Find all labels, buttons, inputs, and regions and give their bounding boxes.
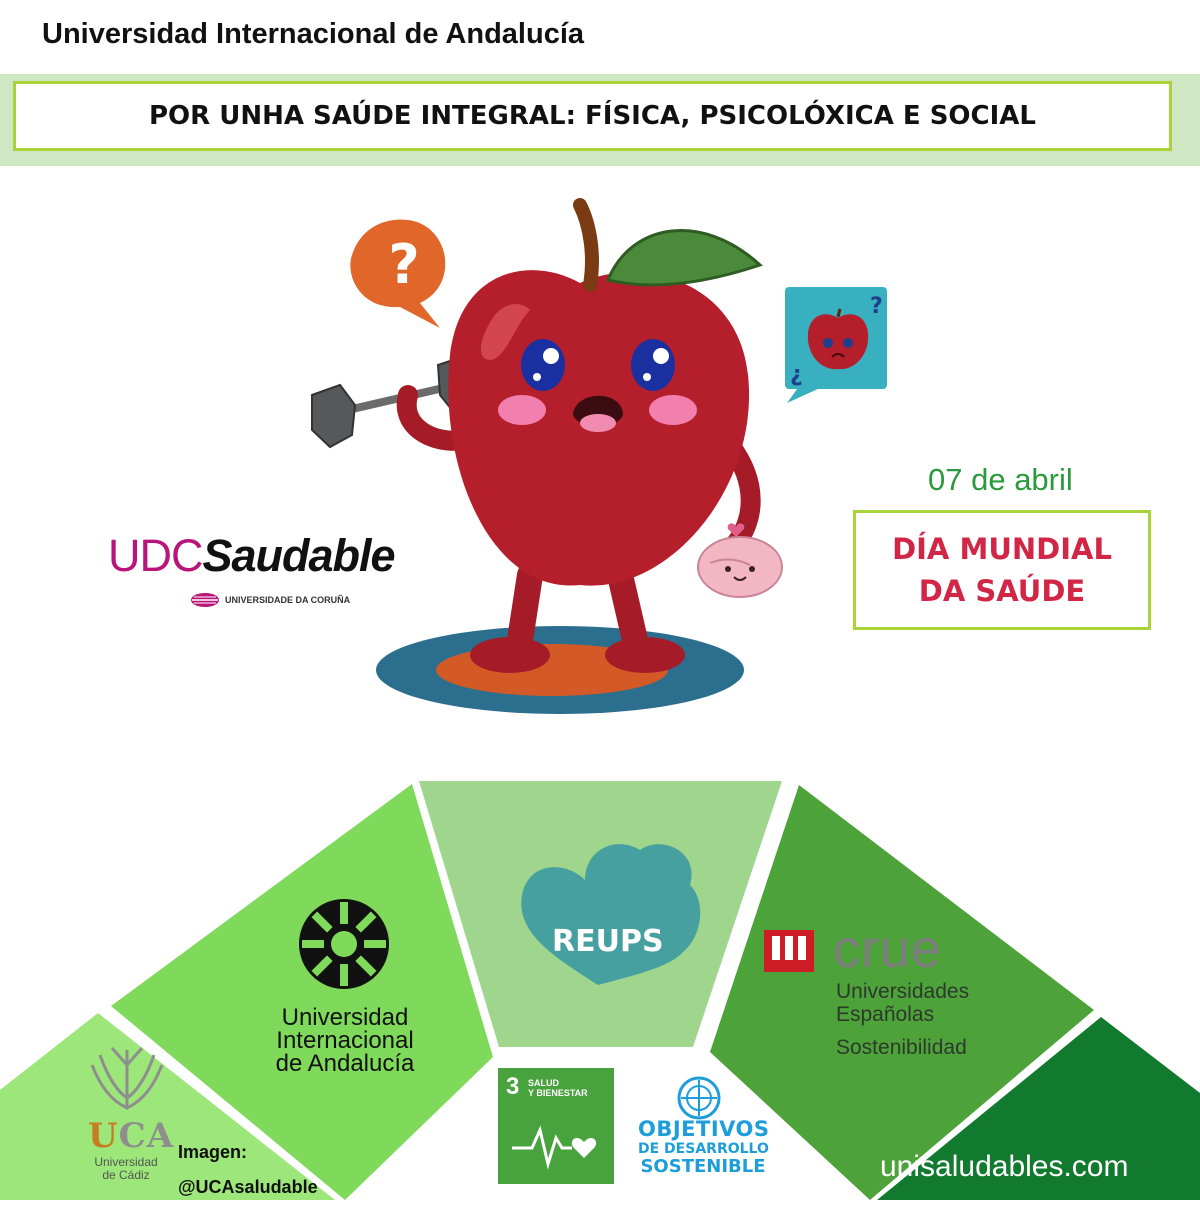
crue-line3: Sostenibilidad — [836, 1036, 967, 1059]
uca-letter-u: U — [88, 1116, 119, 1156]
udc-subtitle-text: UNIVERSIDADE DA CORUÑA — [225, 595, 351, 605]
right-leg — [607, 562, 648, 653]
crue-line1: Universidades — [836, 980, 970, 1003]
apple-leaf — [605, 229, 763, 287]
image-credit: Imagen: @UCAsaludable — [178, 1135, 318, 1205]
crue-mark-icon — [764, 930, 814, 972]
crue-logo-text: Universidades Españolas Sostenibilidad — [836, 980, 969, 1059]
fan-panel-crue — [710, 785, 1094, 1200]
uca-emblem — [90, 1047, 164, 1110]
event-name-line2: DA SAÚDE — [918, 574, 1086, 608]
udc-seal-icon — [191, 593, 219, 607]
udc-subtitle: UNIVERSIDADE DA CORUÑA — [190, 592, 350, 608]
sdg-wordmark-line2: DE DESARROLLO — [638, 1141, 769, 1157]
heartbeat-icon — [512, 1125, 597, 1170]
right-foot — [605, 637, 685, 673]
reups-heart-logo — [521, 844, 701, 985]
brain-character — [697, 523, 783, 598]
apple-mascot-illustration: ? ? ¿ — [311, 198, 887, 714]
udc-saudable-logo: UDCSaudable UNIVERSIDADE DA CORUÑA — [108, 530, 418, 610]
fan-panel-unia — [111, 784, 493, 1200]
apple-stem — [573, 198, 599, 292]
uca-sub-line2: de Cádiz — [102, 1168, 150, 1182]
left-foot — [470, 637, 550, 673]
unia-emblem — [299, 899, 389, 989]
unia-line1: Universidad — [281, 1004, 409, 1031]
credit-label: Imagen: — [178, 1142, 248, 1162]
sad-apple-bubble: ? ¿ — [785, 287, 887, 403]
fan-panel-website — [877, 1017, 1200, 1200]
un-emblem-icon — [677, 1076, 721, 1120]
event-box: DÍA MUNDIAL DA SAÚDE — [853, 510, 1151, 630]
left-cheek — [498, 395, 546, 425]
unia-line3: de Andalucía — [275, 1050, 415, 1077]
sdg-name-line1: SALUD — [528, 1078, 559, 1088]
heart-icon — [727, 523, 745, 537]
fan-panel-uca — [0, 1013, 335, 1200]
bubble-left-text: ? — [388, 233, 419, 296]
crue-wordmark: crue — [833, 919, 943, 979]
reups-label: REUPS — [552, 924, 664, 959]
svg-text:?: ? — [870, 294, 883, 319]
website-url: unisaludables.com — [880, 1150, 1129, 1183]
udc-brand-prefix: UDC — [108, 530, 203, 581]
unia-logo-text: Universidad Internacional de Andalucía — [250, 1004, 440, 1077]
sdg3-tile: 3 SALUD Y BIENESTAR — [498, 1068, 614, 1184]
uca-letters-ca: CA — [118, 1116, 175, 1156]
institution-title: Universidad Internacional de Andalucía — [42, 18, 585, 50]
banner-text: POR UNHA SAÚDE INTEGRAL: FÍSICA, PSICOLÓ… — [149, 101, 1036, 131]
sdg-name-line2: Y BIENESTAR — [528, 1088, 588, 1098]
left-leg — [507, 562, 543, 653]
question-bubble-left: ? — [350, 219, 446, 328]
sdg-wordmark-line3: SOSTENIBLE — [640, 1156, 766, 1177]
udc-brand: UDCSaudable — [108, 530, 418, 582]
udc-brand-suffix: Saudable — [202, 530, 396, 581]
uca-logo-letters: UCA — [88, 1116, 174, 1156]
uca-subtitle: Universidad de Cádiz — [80, 1156, 172, 1182]
banner-box: POR UNHA SAÚDE INTEGRAL: FÍSICA, PSICOLÓ… — [13, 81, 1172, 151]
right-cheek — [649, 395, 697, 425]
event-date: 07 de abril — [928, 462, 1073, 497]
sdg-number: 3 — [506, 1073, 520, 1100]
sdg-wordmark: OBJETIVOS DE DESARROLLO SOSTENIBLE — [638, 1117, 770, 1177]
uca-sub-line1: Universidad — [94, 1155, 158, 1169]
credit-handle: @UCAsaludable — [178, 1177, 318, 1197]
sdg-name: SALUD Y BIENESTAR — [528, 1078, 588, 1098]
unia-line2: Internacional — [276, 1027, 414, 1054]
event-name-line1: DÍA MUNDIAL — [892, 532, 1112, 566]
sdg-wordmark-line1: OBJETIVOS — [638, 1117, 770, 1141]
crue-line2: Españolas — [836, 1003, 935, 1026]
svg-text:¿: ¿ — [790, 362, 803, 387]
